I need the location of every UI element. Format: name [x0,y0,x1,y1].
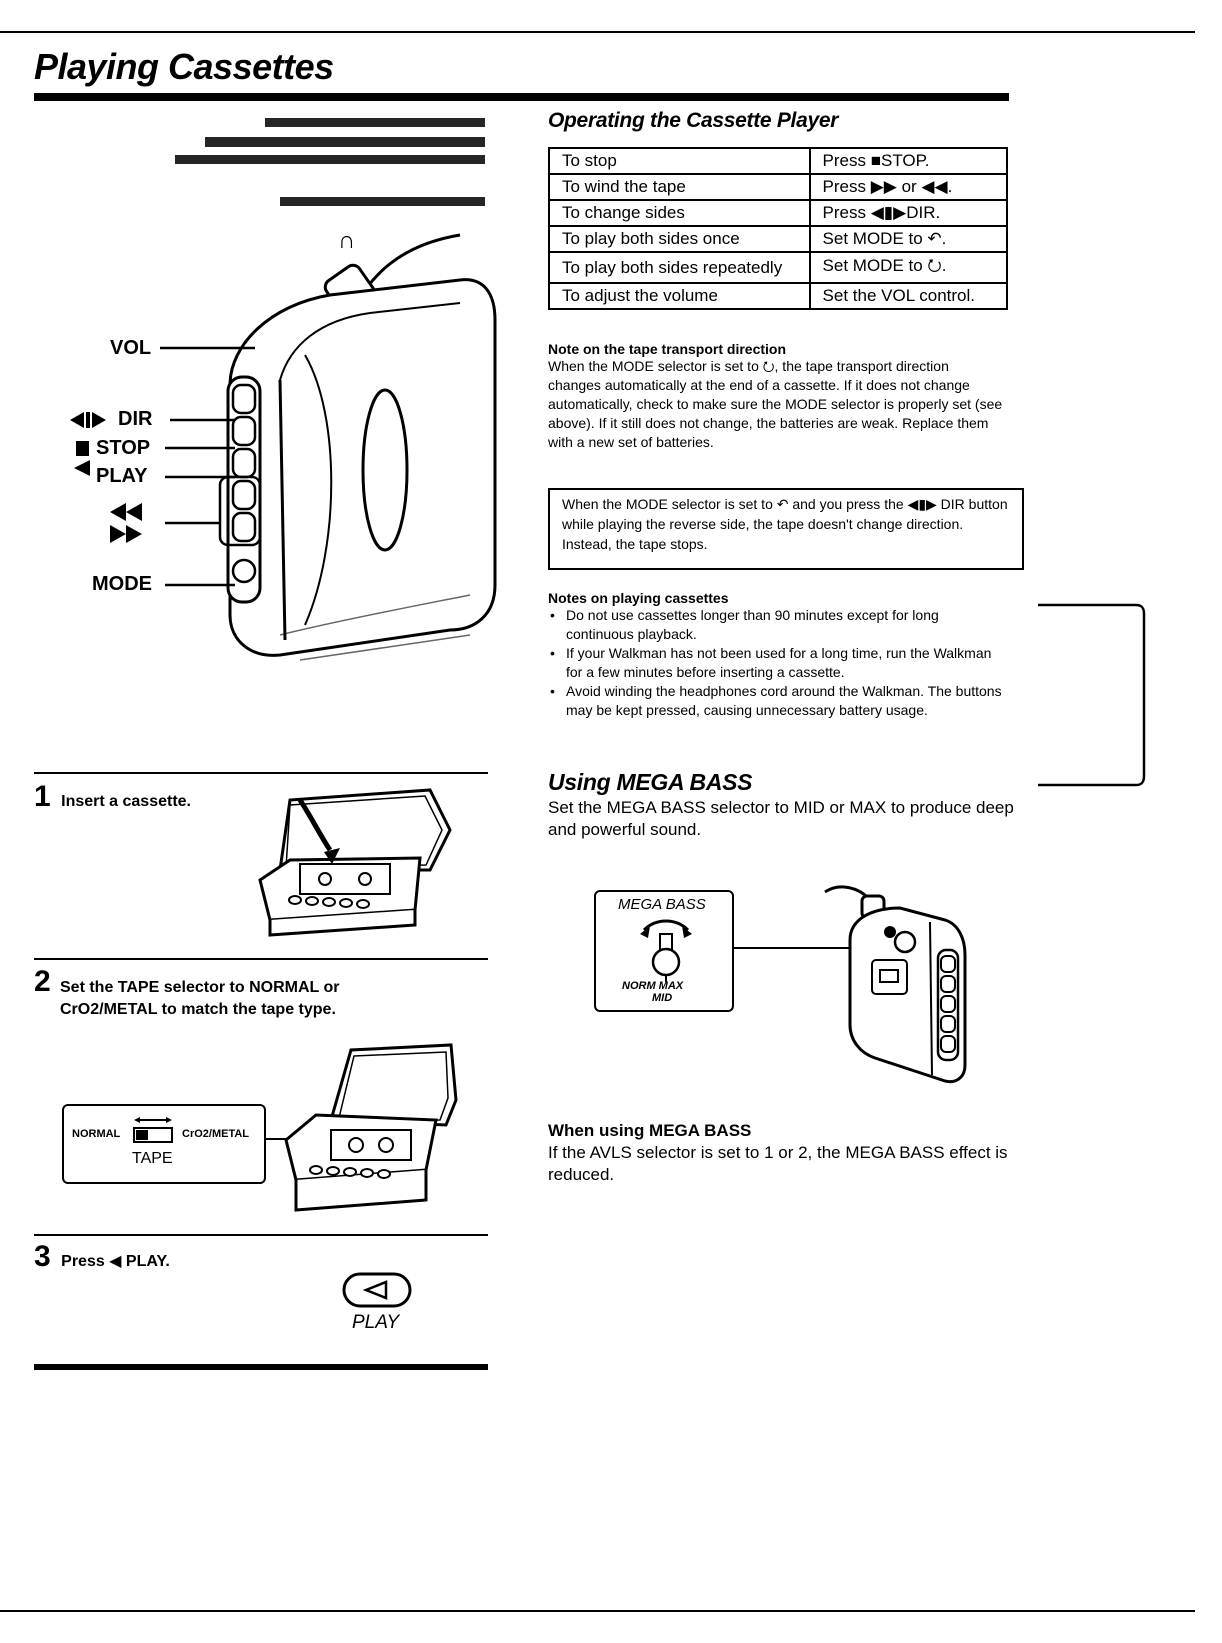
list-item: If your Walkman has not been used for a … [548,644,1004,682]
when-mega-bass: When using MEGA BASS If the AVLS selecto… [548,1120,1018,1186]
walkman-illustration [70,118,497,661]
tape-selector-box: NORMAL CrO2/METAL TAPE [62,1104,266,1184]
top-rule [0,31,1195,33]
table-cell-result: Press ◀▮▶DIR. [808,199,1009,227]
table-cell-result: Set MODE to ⭮. [808,251,1009,284]
step1-rule [34,772,488,774]
play-button-icon [342,1272,412,1308]
note-transport-heading: Note on the tape transport direction [548,341,787,357]
step-2-text: Set the TAPE selector to NORMAL or CrO2/… [60,979,340,1018]
table-cell-result: Press ▶▶ or ◀◀. [808,173,1009,201]
walkman-mega-bass-illustration [824,885,967,1084]
tape-leader-line [264,1138,294,1140]
note-transport-body: When the MODE selector is set to ⭮, the … [548,358,1003,450]
step-3: 3 Press ◀ PLAY. [34,1240,274,1274]
table-row: To play both sides once Set MODE to ↶. [548,225,1009,253]
tape-caption: TAPE [132,1150,173,1167]
walkman-controls-diagram: ∩ VOL DIR STOP PLAY MODE [40,115,500,715]
operating-heading: Operating the Cassette Player [548,109,839,132]
table-cell-action: To wind the tape [548,173,811,201]
when-mega-bass-body: If the AVLS selector is set to 1 or 2, t… [548,1143,1008,1184]
table-cell-result: Set the VOL control. [808,282,1009,310]
step-1-number: 1 [34,780,51,813]
when-mega-bass-heading: When using MEGA BASS [548,1121,752,1140]
left-column-end-rule [34,1364,488,1370]
table-row: To play both sides repeatedly Set MODE t… [548,251,1009,284]
table-cell-action: To play both sides once [548,225,811,253]
bottom-rule [0,1610,1195,1612]
play-icon [74,460,90,476]
rewind-icon [110,503,142,521]
insert-cassette-illustration [258,788,452,937]
step-3-number: 3 [34,1240,51,1273]
mode-label: MODE [92,573,152,595]
tape-selector-cassette-illustration [284,1043,458,1212]
stop-icon [76,441,89,456]
step-1: 1 Insert a cassette. [34,780,274,814]
fast-forward-icon [110,525,142,543]
mega-bass-heading: Using MEGA BASS [548,769,753,795]
mega-bass-diagram-title: MEGA BASS [618,896,706,913]
play-label: PLAY [96,465,148,487]
margin-bracket [1038,603,1146,787]
mega-bass-norm-max: NORM MAX [622,980,684,992]
mega-bass-selector-box: MEGA BASS NORM MAX MID [594,890,734,1012]
page-title: Playing Cassettes [34,46,334,87]
list-item: Do not use cassettes longer than 90 minu… [548,606,1004,644]
list-item: Avoid winding the headphones cord around… [548,682,1004,720]
tape-metal-label: CrO2/METAL [182,1128,250,1140]
operating-table: To stop Press ■STOP. To wind the tape Pr… [548,147,1009,310]
title-underline [34,93,1009,101]
step-3-text: Press ◀ PLAY. [61,1253,170,1270]
headphone-jack-icon: ∩ [338,227,356,254]
table-row: To adjust the volume Set the VOL control… [548,282,1009,310]
play-button-caption: PLAY [352,1312,400,1333]
mega-bass-body: Set the MEGA BASS selector to MID or MAX… [548,798,1014,839]
dir-icon [70,412,106,428]
notes-playing-list: Do not use cassettes longer than 90 minu… [548,606,1004,720]
table-cell-result: Press ■STOP. [808,147,1009,175]
table-cell-action: To adjust the volume [548,282,811,310]
step3-rule [34,1234,488,1236]
table-cell-action: To change sides [548,199,811,227]
table-cell-action: To play both sides repeatedly [548,251,811,284]
mega-bass-mid: MID [652,992,673,1004]
note-transport: Note on the tape transport direction Whe… [548,341,1004,452]
notes-playing-heading: Notes on playing cassettes [548,590,729,606]
boxed-note: When the MODE selector is set to ↶ and y… [548,488,1024,570]
table-cell-action: To stop [548,147,811,175]
vol-label: VOL [110,337,152,359]
table-row: To stop Press ■STOP. [548,147,1009,175]
step-2: 2 Set the TAPE selector to NORMAL or CrO… [34,965,414,1021]
tape-normal-label: NORMAL [72,1128,121,1140]
stop-label: STOP [96,437,151,459]
notes-playing: Notes on playing cassettes Do not use ca… [548,590,1004,720]
mega-bass-leader-line [732,947,874,949]
table-cell-result: Set MODE to ↶. [808,225,1009,253]
mega-bass-knob-icon [640,919,692,982]
table-row: To change sides Press ◀▮▶DIR. [548,199,1009,227]
step-2-number: 2 [34,965,51,998]
step2-rule [34,958,488,960]
step-1-text: Insert a cassette. [61,793,191,810]
tape-switch-icon [133,1117,173,1143]
table-row: To wind the tape Press ▶▶ or ◀◀. [548,173,1009,201]
dir-label: DIR [118,408,153,430]
